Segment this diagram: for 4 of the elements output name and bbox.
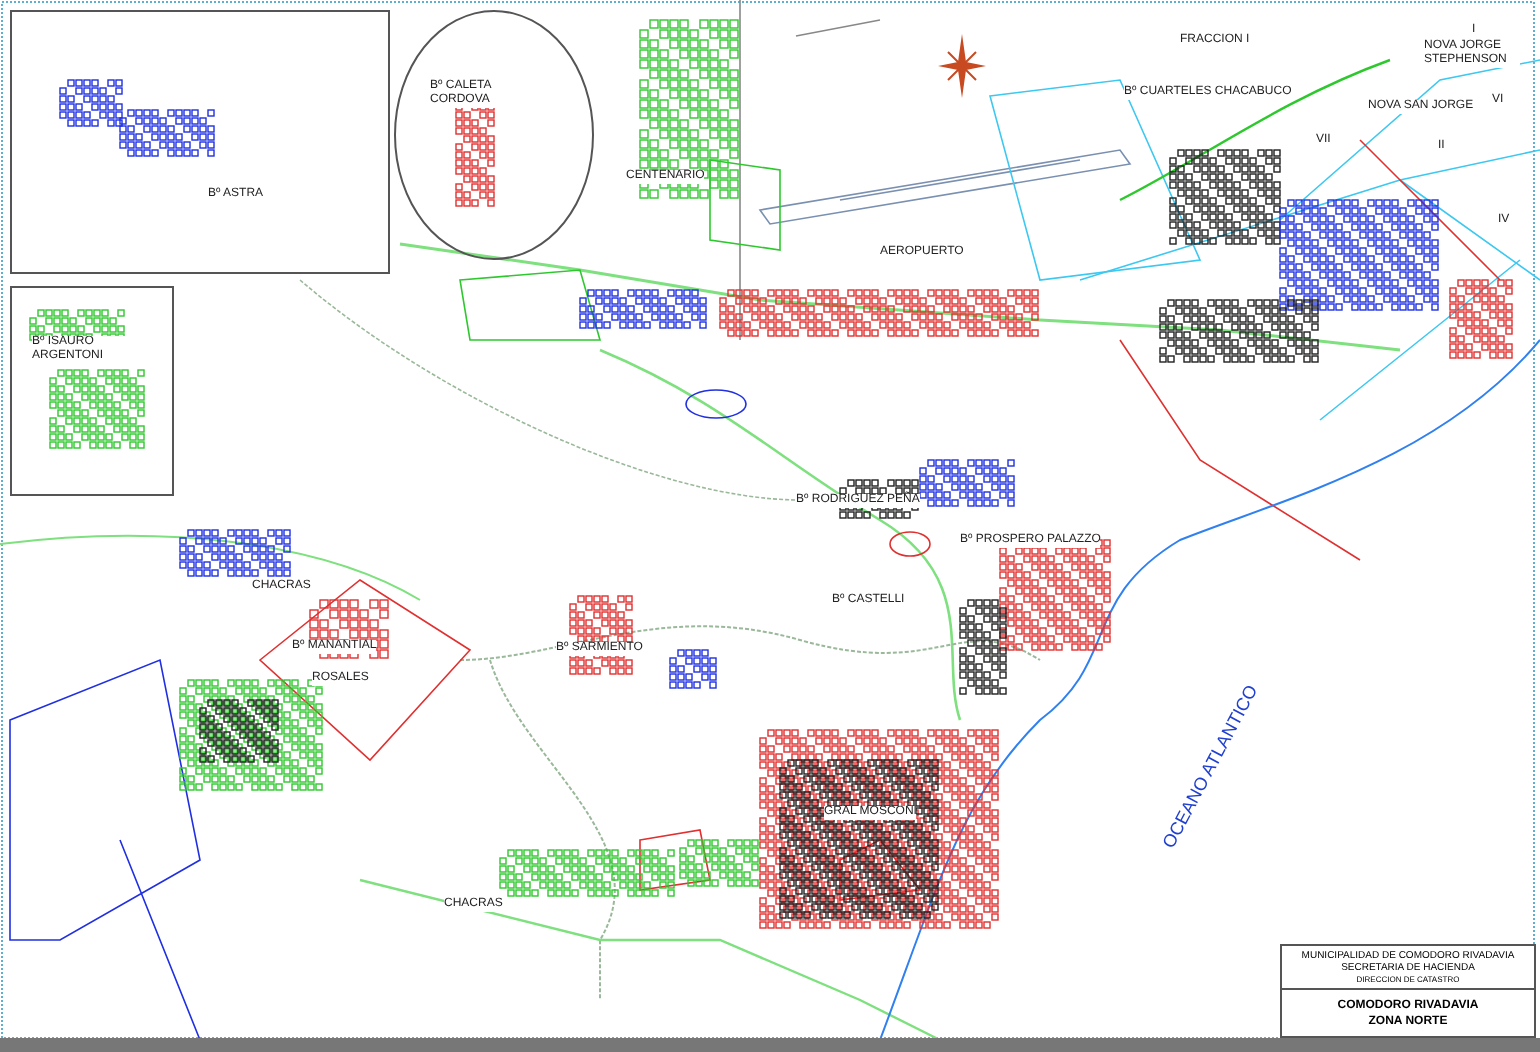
title-block [1280, 944, 1536, 1038]
inset-map-frame [10, 10, 390, 274]
inset-map-frame [10, 286, 174, 496]
inset-map-ellipse [394, 10, 594, 260]
